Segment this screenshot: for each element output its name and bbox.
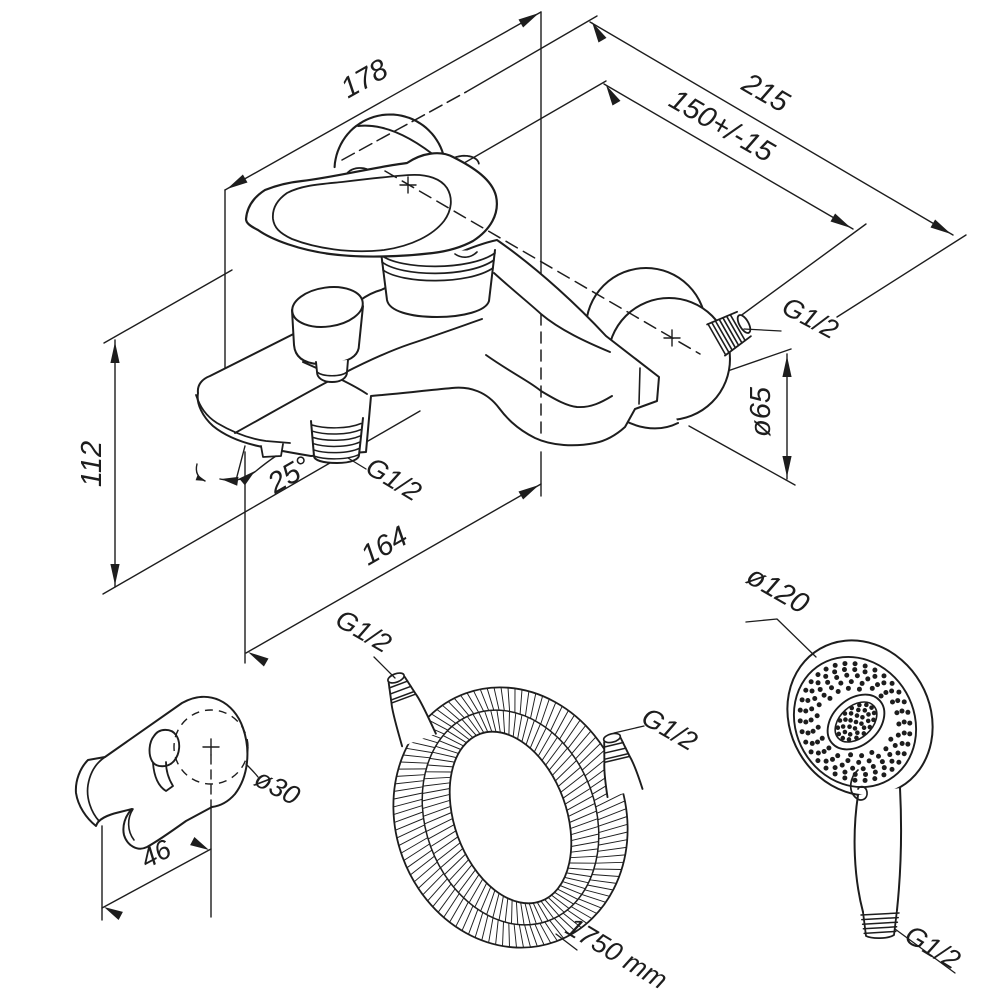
- svg-text:112: 112: [76, 441, 108, 487]
- svg-text:ø65: ø65: [745, 386, 777, 437]
